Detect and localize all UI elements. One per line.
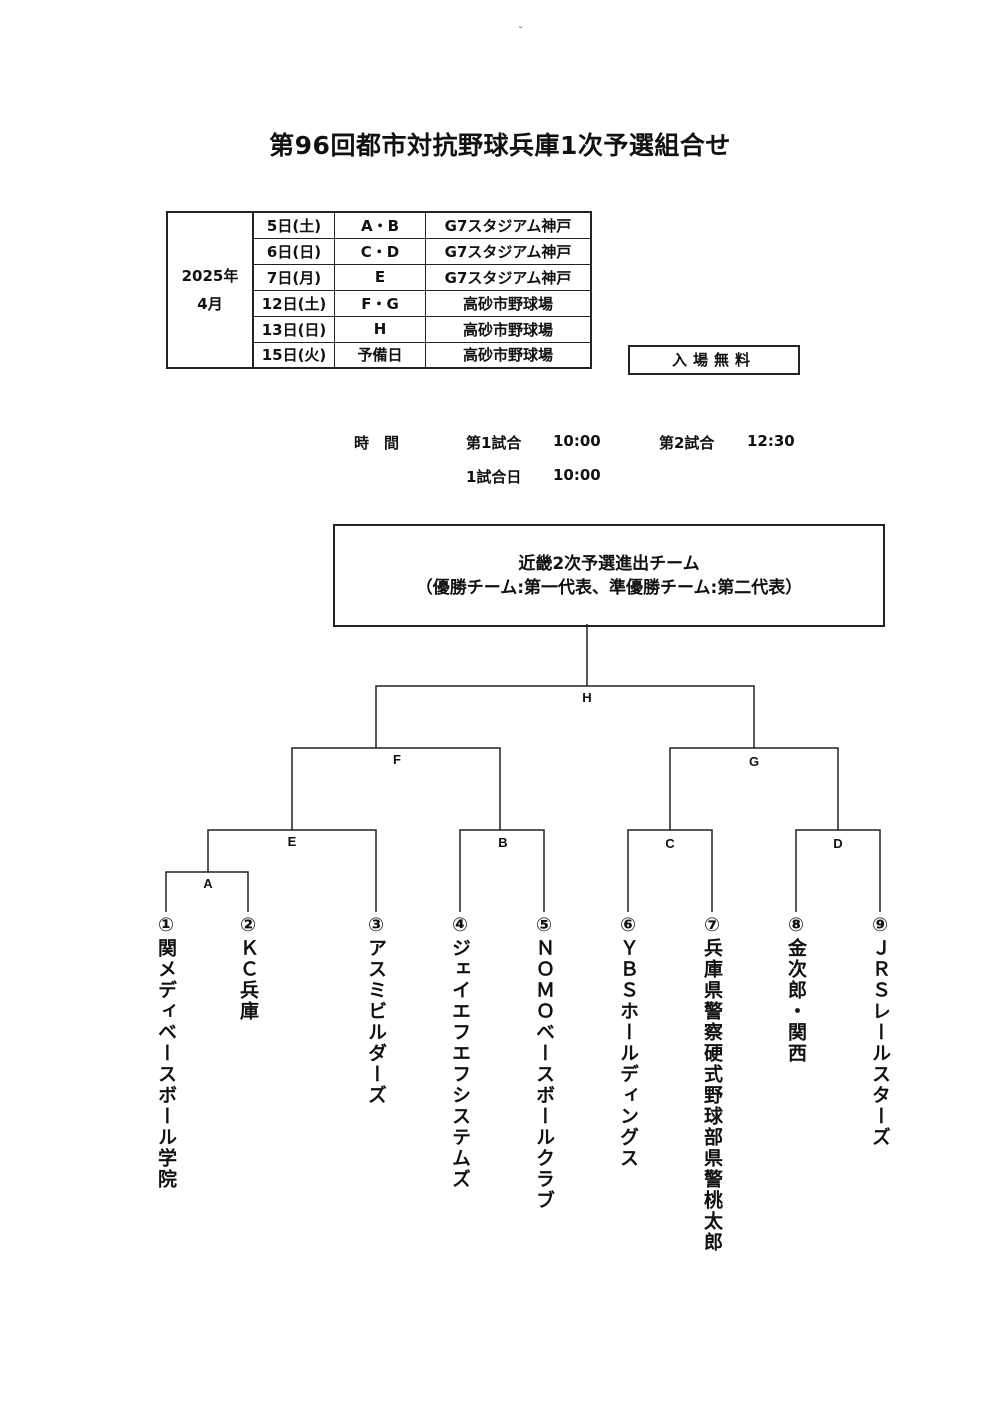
date-cell: 7日(月) [252, 263, 335, 291]
schedule-row: 13日(日) H 高砂市野球場 [167, 315, 592, 343]
games-cell: A・B [334, 211, 426, 239]
schedule-table: 2025年 4月 5日(土) A・B G7スタジアム神戸 6日(日) C・D G… [166, 211, 592, 369]
game-label-h: H [582, 690, 591, 705]
team-name: ジェイエフエフシステムズ [449, 938, 471, 1190]
game1-label: 第1試合 [466, 434, 522, 452]
game-label-c: C [665, 836, 675, 851]
venue-cell: 高砂市野球場 [425, 341, 592, 369]
team-entry: ④ジェイエフエフシステムズ [447, 914, 473, 1190]
game-label-g: G [749, 754, 759, 769]
year-month-cell: 2025年 4月 [166, 211, 254, 369]
games-cell: C・D [334, 237, 426, 265]
games-cell: F・G [334, 289, 426, 317]
game-label-e: E [288, 834, 297, 849]
team-number: ⑨ [869, 914, 891, 938]
team-name: 兵庫県警察硬式野球部県警桃太郎 [701, 938, 723, 1253]
date-cell: 15日(火) [252, 341, 335, 369]
schedule-row: 2025年 4月 5日(土) A・B G7スタジアム神戸 [166, 211, 592, 369]
team-name: ＹＢＳホールディングス [617, 938, 639, 1169]
month-label: 4月 [197, 295, 223, 313]
oneday-label: 1試合日 [466, 468, 522, 486]
scan-mark: ᵕ [519, 24, 523, 34]
bracket-line-e [207, 829, 377, 912]
team-number: ③ [365, 914, 387, 938]
team-entry: ①関メディベースボール学院 [153, 914, 179, 1190]
games-cell: E [334, 263, 426, 291]
team-number: ④ [449, 914, 471, 938]
team-entry: ②ＫＣ兵庫 [235, 914, 261, 1022]
final-qualifier-box: 近畿2次予選進出チーム （優勝チーム:第一代表、準優勝チーム:第二代表） [333, 524, 885, 627]
team-entry: ⑧金次郎・関西 [783, 914, 809, 1064]
team-name: ＮＯＭＯベースボールクラブ [533, 938, 555, 1211]
game2-label: 第2試合 [659, 434, 715, 452]
team-name: 金次郎・関西 [785, 938, 807, 1064]
game2-time: 12:30 [747, 432, 795, 450]
date-cell: 5日(土) [252, 211, 335, 239]
team-number: ⑤ [533, 914, 555, 938]
team-entry: ⑦兵庫県警察硬式野球部県警桃太郎 [699, 914, 725, 1253]
team-number: ⑥ [617, 914, 639, 938]
oneday-time: 10:00 [553, 466, 601, 484]
bracket-line-f [291, 747, 501, 830]
date-cell: 6日(日) [252, 237, 335, 265]
team-entry: ⑨ＪＲＳレールスターズ [867, 914, 893, 1148]
year-label: 2025年 [181, 267, 239, 285]
venue-cell: 高砂市野球場 [425, 315, 592, 343]
venue-cell: 高砂市野球場 [425, 289, 592, 317]
bracket-line-a [165, 871, 249, 912]
team-number: ① [155, 914, 177, 938]
team-entry: ③アスミビルダーズ [363, 914, 389, 1106]
game-label-f: F [393, 752, 401, 767]
venue-cell: G7スタジアム神戸 [425, 237, 592, 265]
game1-time: 10:00 [553, 432, 601, 450]
game-label-b: B [498, 835, 507, 850]
schedule-row: 12日(土) F・G 高砂市野球場 [167, 289, 592, 317]
schedule-row: 15日(火) 予備日 高砂市野球場 [167, 341, 592, 369]
schedule-row: 7日(月) E G7スタジアム神戸 [167, 263, 592, 291]
date-cell: 12日(土) [252, 289, 335, 317]
game-label-a: A [203, 876, 213, 891]
team-number: ⑧ [785, 914, 807, 938]
venue-cell: G7スタジアム神戸 [425, 211, 592, 239]
bracket-lines [165, 624, 881, 912]
team-name: 関メディベースボール学院 [155, 938, 177, 1190]
schedule-row: 6日(日) C・D G7スタジアム神戸 [167, 237, 592, 265]
time-label: 時 間 [354, 434, 400, 452]
team-entry: ⑥ＹＢＳホールディングス [615, 914, 641, 1169]
bracket-line-h [375, 685, 755, 748]
game-label-d: D [833, 836, 842, 851]
admission-free-box: 入場無料 [628, 345, 800, 375]
bracket-line-c [627, 829, 713, 912]
bracket-line-d [795, 829, 881, 912]
final-box-line1: 近畿2次予選進出チーム [518, 554, 700, 574]
final-box-line2: （優勝チーム:第一代表、準優勝チーム:第二代表） [415, 578, 803, 598]
team-name: アスミビルダーズ [365, 938, 387, 1106]
team-entry: ⑤ＮＯＭＯベースボールクラブ [531, 914, 557, 1211]
bracket-line-g [669, 747, 839, 830]
team-number: ② [237, 914, 259, 938]
team-name: ＫＣ兵庫 [237, 938, 259, 1022]
bracket-line-b [459, 829, 545, 912]
document-title: 第96回都市対抗野球兵庫1次予選組合せ [269, 131, 731, 160]
games-cell: 予備日 [334, 341, 426, 369]
team-name: ＪＲＳレールスターズ [869, 938, 891, 1148]
team-number: ⑦ [701, 914, 723, 938]
